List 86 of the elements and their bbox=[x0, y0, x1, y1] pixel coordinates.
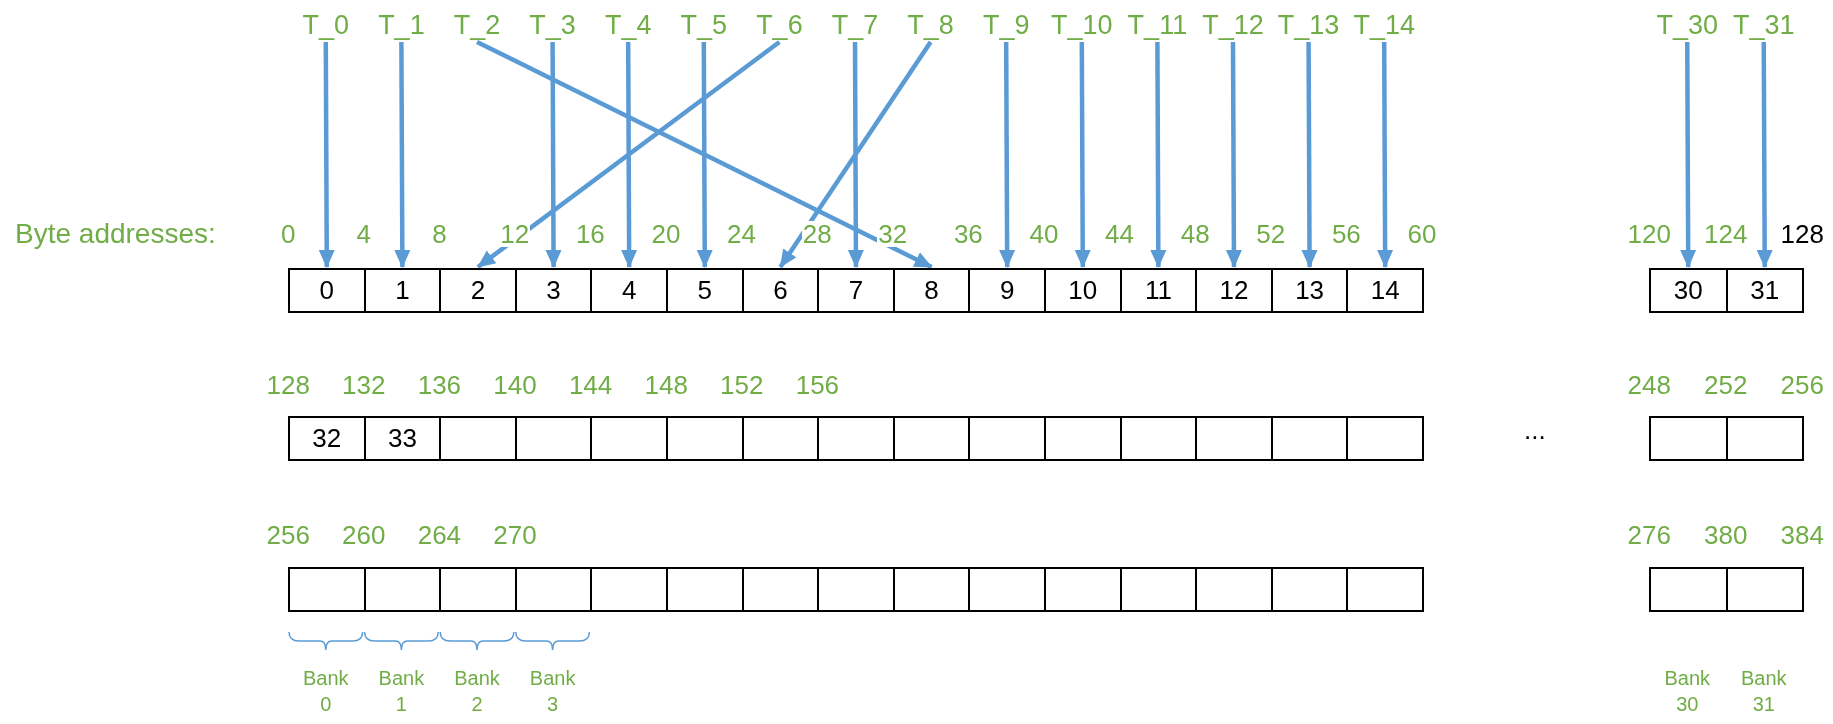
memory-cell bbox=[1044, 567, 1122, 612]
thread-label: T_8 bbox=[907, 12, 954, 39]
memory-cell bbox=[1195, 567, 1273, 612]
memory-cell bbox=[514, 416, 593, 461]
arrow bbox=[1680, 42, 1697, 268]
memory-cell: 7 bbox=[817, 268, 895, 313]
memory-cell: 0 bbox=[288, 268, 366, 313]
arrow bbox=[1756, 42, 1773, 268]
thread-label: T_30 bbox=[1656, 12, 1718, 39]
thread-label: T_4 bbox=[604, 12, 652, 39]
memory-cell: 9 bbox=[968, 268, 1046, 313]
memory-cell bbox=[1649, 416, 1728, 461]
memory-cell bbox=[590, 416, 668, 461]
thread-label: T_9 bbox=[982, 12, 1030, 39]
memory-cell: 8 bbox=[892, 268, 971, 313]
memory-cell bbox=[439, 416, 517, 461]
memory-cell bbox=[1270, 567, 1349, 612]
memory-cell bbox=[741, 416, 820, 461]
memory-cell bbox=[892, 567, 971, 612]
memory-cell bbox=[817, 567, 895, 612]
thread-label: T_13 bbox=[1277, 12, 1340, 39]
memory-cell: 4 bbox=[590, 268, 668, 313]
memory-cell: 14 bbox=[1346, 268, 1424, 313]
memory-cell: 11 bbox=[1119, 268, 1198, 313]
memory-cell: 33 bbox=[363, 416, 442, 461]
memory-cell bbox=[968, 567, 1046, 612]
memory-cell: 1 bbox=[363, 268, 442, 313]
arrow bbox=[1377, 42, 1394, 268]
memory-cell bbox=[288, 567, 366, 612]
memory-cell bbox=[1725, 567, 1804, 612]
arrow bbox=[778, 40, 933, 269]
memory-cell bbox=[1725, 416, 1804, 461]
memory-cell bbox=[1346, 567, 1424, 612]
arrow bbox=[1150, 42, 1167, 268]
arrow bbox=[1074, 42, 1091, 268]
memory-cell bbox=[1044, 416, 1122, 461]
thread-label: T_11 bbox=[1127, 12, 1188, 39]
thread-label: T_5 bbox=[680, 12, 728, 39]
memory-cell: 2 bbox=[439, 268, 517, 313]
arrow bbox=[621, 42, 638, 268]
memory-cell bbox=[1119, 567, 1198, 612]
memory-cell bbox=[892, 416, 971, 461]
memory-cell bbox=[1195, 416, 1273, 461]
thread-label: T_0 bbox=[302, 12, 350, 39]
memory-cell: 6 bbox=[741, 268, 820, 313]
memory-cell bbox=[1119, 416, 1198, 461]
arrow bbox=[999, 42, 1016, 268]
arrow bbox=[476, 40, 781, 269]
memory-cell: 12 bbox=[1195, 268, 1273, 313]
thread-label: T_3 bbox=[529, 12, 576, 39]
thread-label: T_14 bbox=[1353, 12, 1415, 39]
memory-cell bbox=[1270, 416, 1349, 461]
memory-cell bbox=[968, 416, 1046, 461]
memory-cell bbox=[590, 567, 668, 612]
axis-title: Byte addresses: bbox=[14, 220, 217, 248]
memory-cell bbox=[363, 567, 442, 612]
thread-label: T_2 bbox=[453, 12, 501, 39]
thread-label: T_7 bbox=[831, 12, 879, 39]
memory-cell: 32 bbox=[288, 416, 366, 461]
arrow bbox=[1301, 42, 1318, 268]
thread-label: T_10 bbox=[1051, 12, 1113, 39]
arrow bbox=[545, 42, 562, 268]
memory-cell bbox=[817, 416, 895, 461]
memory-cell: 31 bbox=[1725, 268, 1804, 313]
arrow bbox=[318, 42, 335, 268]
memory-cell: 5 bbox=[666, 268, 744, 313]
thread-label: T_12 bbox=[1202, 12, 1264, 39]
memory-cell bbox=[1346, 416, 1424, 461]
arrow bbox=[847, 42, 864, 268]
arrow bbox=[696, 42, 713, 268]
arrow bbox=[476, 40, 933, 269]
memory-cell bbox=[439, 567, 517, 612]
memory-cell bbox=[514, 567, 593, 612]
memory-cell: 30 bbox=[1649, 268, 1728, 313]
thread-label: T_6 bbox=[756, 12, 803, 39]
memory-cell bbox=[1649, 567, 1728, 612]
arrow bbox=[1225, 42, 1242, 268]
thread-label: T_31 bbox=[1733, 12, 1795, 39]
memory-cell bbox=[666, 567, 744, 612]
memory-cell: 10 bbox=[1044, 268, 1122, 313]
memory-cell: 3 bbox=[514, 268, 593, 313]
memory-cell bbox=[666, 416, 744, 461]
arrow bbox=[394, 42, 411, 268]
memory-cell: 13 bbox=[1270, 268, 1349, 313]
memory-cell bbox=[741, 567, 820, 612]
thread-label: T_1 bbox=[378, 12, 425, 39]
